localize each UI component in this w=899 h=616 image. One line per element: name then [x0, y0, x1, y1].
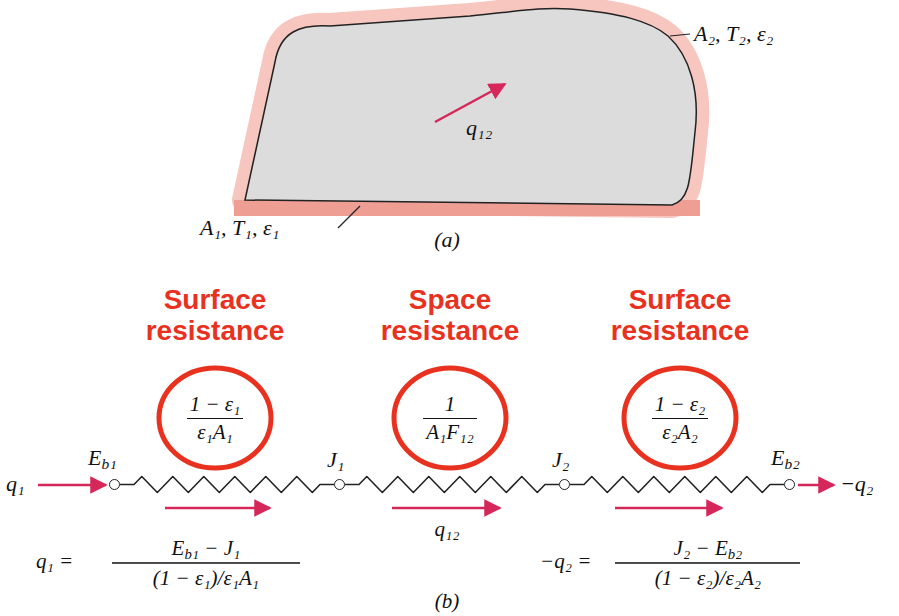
fraction-bar — [652, 418, 709, 419]
fraction-numerator: 1 — [445, 392, 456, 416]
enclosure-band — [245, 8, 696, 205]
junction-node: J₂ — [559, 479, 570, 490]
highlight-ring — [159, 368, 271, 468]
resistance-group: Surface resistance 1 − ε₂ ε₂A₂ — [580, 285, 780, 475]
fraction-row: 1 − ε₂ — [580, 392, 780, 416]
resistor-symbol — [570, 477, 784, 493]
fraction-row: 1 — [350, 392, 550, 416]
text-label: q₁₂ — [434, 518, 459, 541]
junction-node: Eb₂ — [784, 479, 795, 490]
text-label: −q₂ = — [540, 550, 591, 573]
junction-node: J₁ — [334, 479, 345, 490]
enclosure-body — [245, 8, 696, 205]
node-label: J₂ — [552, 448, 569, 472]
text-label: J₂ − Eb₂ — [674, 537, 743, 560]
fraction: 1A₁F₁₂ — [350, 392, 550, 443]
subscript: b — [101, 455, 109, 472]
text-label: (1 − ε₂)/ε₂A₂ — [655, 567, 761, 590]
fraction-numerator: 1 − ε₁ — [190, 392, 241, 416]
text-label: q₁ = — [36, 550, 73, 573]
text-label: (b) — [435, 590, 460, 613]
highlight-ring — [624, 368, 736, 468]
fraction-row: ε₂A₂ — [580, 420, 780, 444]
node-label: J₁ — [327, 448, 344, 472]
subscript: b — [784, 455, 792, 472]
flow-arrow — [392, 507, 500, 510]
fraction-row: ε₁A₁ — [115, 420, 315, 444]
resistance-group: Space resistance 1A₁F₁₂ — [350, 285, 550, 475]
fraction-bar — [187, 418, 244, 419]
resistance-group: Surface resistance 1 − ε₁ ε₁A₁ — [115, 285, 315, 475]
section-heading: Surface resistance — [115, 285, 315, 347]
flow-arrow — [615, 507, 722, 510]
subscript: b — [184, 546, 191, 562]
fraction: 1 − ε₂ ε₂A₂ — [580, 392, 780, 443]
fraction-bar — [423, 418, 477, 419]
text-label: −q₂ — [840, 472, 874, 496]
fraction: 1 − ε₁ ε₁A₁ — [115, 392, 315, 443]
leader-line — [670, 34, 690, 36]
flow-arrow — [165, 507, 270, 510]
fraction-denominator: A₁F₁₂ — [426, 420, 474, 444]
section-heading: Space resistance — [350, 285, 550, 347]
fraction-numerator: 1 − ε₂ — [655, 392, 706, 416]
output-arrow — [798, 484, 834, 487]
resistor-symbol — [345, 477, 559, 493]
text-label: q₁₂ — [466, 116, 492, 140]
subscript: b — [728, 546, 735, 562]
text-label: q₁ — [6, 472, 25, 496]
highlight-ring — [394, 368, 506, 468]
text-label: (a) — [434, 228, 460, 252]
text-label: Eb₁ − J₁ — [172, 537, 241, 560]
junction-node: Eb₁ — [109, 479, 120, 490]
leader-line — [338, 206, 360, 228]
fraction-denominator: ε₁A₁ — [197, 420, 233, 444]
resistor-symbol — [120, 477, 334, 493]
fraction-bar — [615, 562, 800, 563]
section-heading: Surface resistance — [580, 285, 780, 347]
fraction-bar — [112, 562, 300, 563]
text-label: A₂, T₂, ε₂ — [694, 22, 773, 46]
node-label: Eb₂ — [771, 446, 800, 470]
node-label: Eb₁ — [88, 446, 117, 470]
fraction-row: A₁F₁₂ — [350, 420, 550, 444]
fraction-denominator: ε₂A₂ — [662, 420, 698, 444]
text-label: (1 − ε₁)/ε₁A₁ — [153, 567, 259, 590]
text-label: A₁, T₁, ε₁ — [200, 216, 279, 240]
fraction-row: 1 − ε₁ — [115, 392, 315, 416]
input-arrow — [38, 484, 106, 487]
